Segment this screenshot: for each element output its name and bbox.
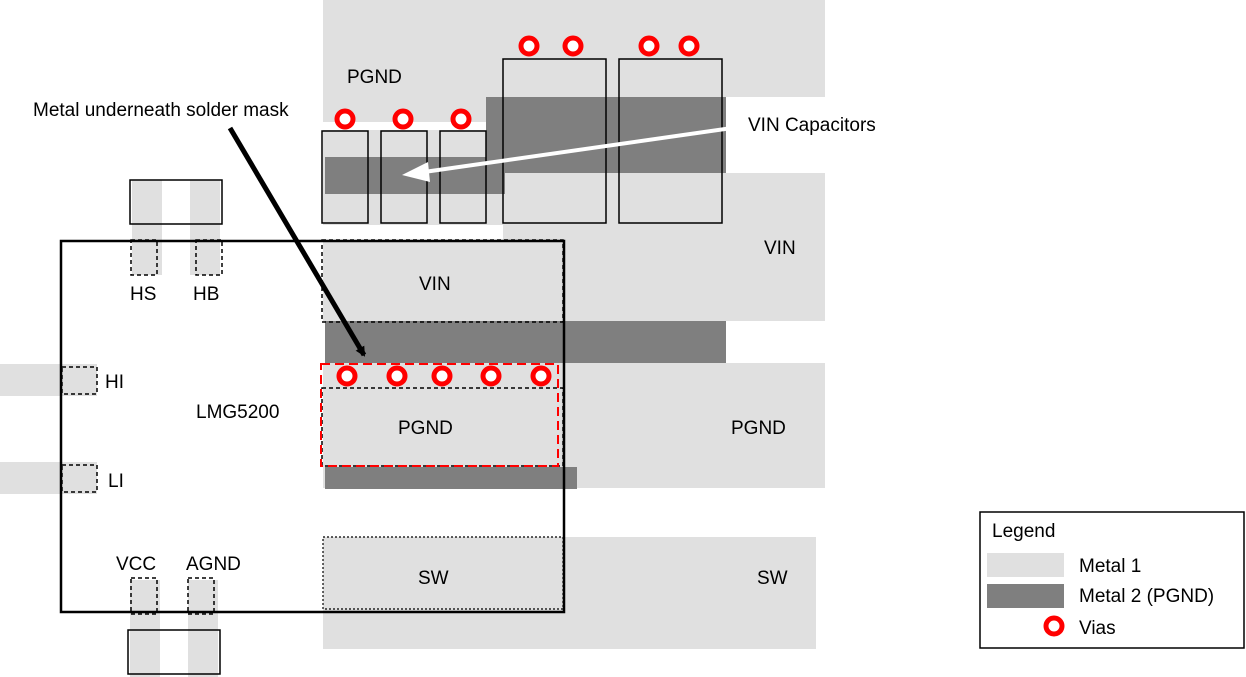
via	[334, 108, 356, 130]
lmg5200-package	[59, 239, 566, 614]
via	[431, 365, 453, 387]
via	[530, 365, 552, 387]
via	[450, 108, 472, 130]
legend-label-metal2: Metal 2 (PGND)	[1079, 586, 1214, 607]
metal2-vin-band	[325, 321, 726, 363]
pad-li	[61, 464, 98, 493]
legend-box	[979, 511, 1245, 649]
label-pgnd-top: PGND	[347, 67, 402, 88]
legend-label-vias: Vias	[1079, 618, 1116, 639]
via	[386, 365, 408, 387]
label-vin-chip: VIN	[419, 274, 451, 295]
legend: Legend Metal 1 Metal 2 (PGND) Vias	[979, 511, 1245, 649]
label-pin-hi: HI	[105, 372, 124, 393]
metal2-pgnd-band	[325, 467, 577, 489]
metal1-hb-trace	[190, 180, 220, 275]
legend-swatch-metal1	[987, 553, 1064, 577]
metal1-vcc-trace	[130, 580, 160, 677]
legend-title: Legend	[992, 521, 1055, 542]
pad-hi	[61, 366, 98, 395]
via	[480, 365, 502, 387]
label-pin-hb: HB	[193, 284, 219, 305]
label-pin-hs: HS	[130, 284, 156, 305]
legend-swatch-metal2	[987, 584, 1064, 608]
label-pgnd-right: PGND	[731, 418, 786, 439]
arrow-solder-mask	[227, 126, 367, 357]
solder-mask-outline	[320, 363, 559, 467]
capacitor-small-3	[439, 130, 487, 224]
label-pin-vcc: VCC	[116, 554, 156, 575]
label-sw-chip: SW	[418, 568, 449, 589]
vias	[334, 35, 700, 387]
pad-hs	[130, 239, 158, 276]
metal1-layer	[0, 0, 825, 677]
metal1-hs-trace	[132, 180, 162, 275]
capacitor-small-1	[321, 130, 369, 224]
label-pin-agnd: AGND	[186, 554, 241, 575]
capacitor-large-1	[502, 58, 607, 224]
label-solder-mask: Metal underneath solder mask	[33, 100, 289, 121]
metal1-hi-trace	[0, 364, 97, 396]
pad-agnd	[187, 577, 215, 615]
legend-via-icon	[1043, 615, 1065, 637]
via	[518, 35, 540, 57]
label-sw-right: SW	[757, 568, 788, 589]
arrow-vin-caps-head	[402, 162, 430, 182]
vcc-agnd-capacitor	[127, 629, 221, 675]
legend-label-metal1: Metal 1	[1079, 556, 1141, 577]
via	[392, 108, 414, 130]
via	[638, 35, 660, 57]
label-pgnd-chip: PGND	[398, 418, 453, 439]
capacitor-large-2	[618, 58, 723, 224]
pad-hb	[195, 239, 223, 276]
metal1-agnd-trace	[188, 580, 218, 677]
label-vin-capacitors: VIN Capacitors	[748, 115, 876, 136]
metal1-sw	[323, 537, 816, 649]
via	[678, 35, 700, 57]
label-pin-li: LI	[108, 471, 124, 492]
hs-hb-capacitor	[129, 179, 223, 225]
via	[562, 35, 584, 57]
pad-vcc	[130, 577, 158, 615]
via	[336, 365, 358, 387]
bootstrap-caps	[127, 179, 223, 675]
arrow-vin-caps	[423, 124, 747, 174]
vin-capacitors	[321, 58, 723, 224]
metal1-li-trace	[0, 462, 97, 494]
label-chip-name: LMG5200	[196, 402, 279, 423]
label-vin-right: VIN	[764, 238, 796, 259]
metal1-vin-chip	[323, 240, 563, 322]
